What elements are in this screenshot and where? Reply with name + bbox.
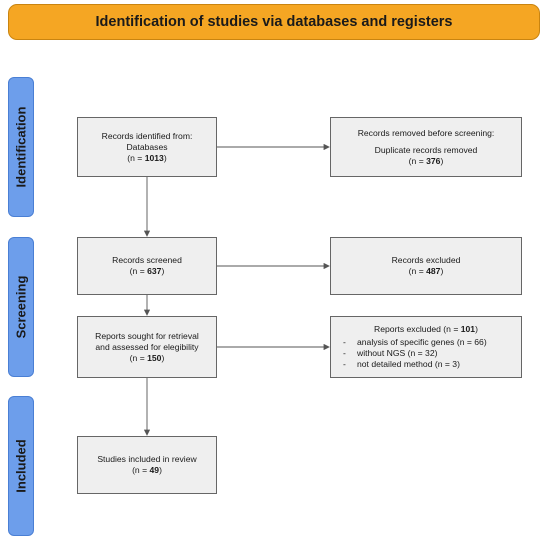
records-excluded-label: Records excluded [391, 255, 461, 265]
phase-included: Included [8, 396, 34, 536]
records-removed-label: Records removed before screening: [357, 127, 495, 138]
reports-excluded-box: Reports excluded (n = 101) analysis of s… [330, 316, 522, 378]
studies-included-count: (n = 49) [132, 465, 162, 475]
diagram-title: Identification of studies via databases … [8, 4, 540, 40]
records-excluded-box: Records excluded (n = 487) [330, 237, 522, 295]
phase-screening: Screening [8, 237, 34, 377]
records-identified-label: Records identified from: [101, 130, 193, 141]
reports-excluded-label: Reports excluded (n = 101) [374, 324, 478, 334]
duplicate-removed-label: Duplicate records removed [374, 144, 478, 155]
exclusion-reasons-list: analysis of specific genes (n = 66) with… [343, 337, 487, 370]
records-excluded-count: (n = 487) [408, 266, 444, 276]
phase-identification: Identification [8, 77, 34, 217]
studies-included-box: Studies included in review (n = 49) [77, 436, 217, 494]
records-screened-box: Records screened (n = 637) [77, 237, 217, 295]
studies-included-label: Studies included in review [97, 454, 197, 464]
exclusion-reason: not detailed method (n = 3) [343, 359, 487, 370]
records-removed-box: Records removed before screening: Duplic… [330, 117, 522, 177]
records-identified-count: (n = 1013) [127, 152, 167, 163]
exclusion-reason: analysis of specific genes (n = 66) [343, 337, 487, 348]
reports-sought-label: Reports sought for retrieval [95, 330, 199, 341]
exclusion-reason: without NGS (n = 32) [343, 348, 487, 359]
records-identified-box: Records identified from: Databases (n = … [77, 117, 217, 177]
records-removed-count: (n = 376) [408, 155, 444, 166]
records-screened-label: Records screened [112, 255, 182, 265]
records-identified-source: Databases [126, 141, 168, 152]
reports-assessed-label: and assessed for elegibility [95, 341, 199, 352]
records-screened-count: (n = 637) [129, 266, 165, 276]
reports-sought-box: Reports sought for retrieval and assesse… [77, 316, 217, 378]
reports-sought-count: (n = 150) [129, 352, 165, 363]
